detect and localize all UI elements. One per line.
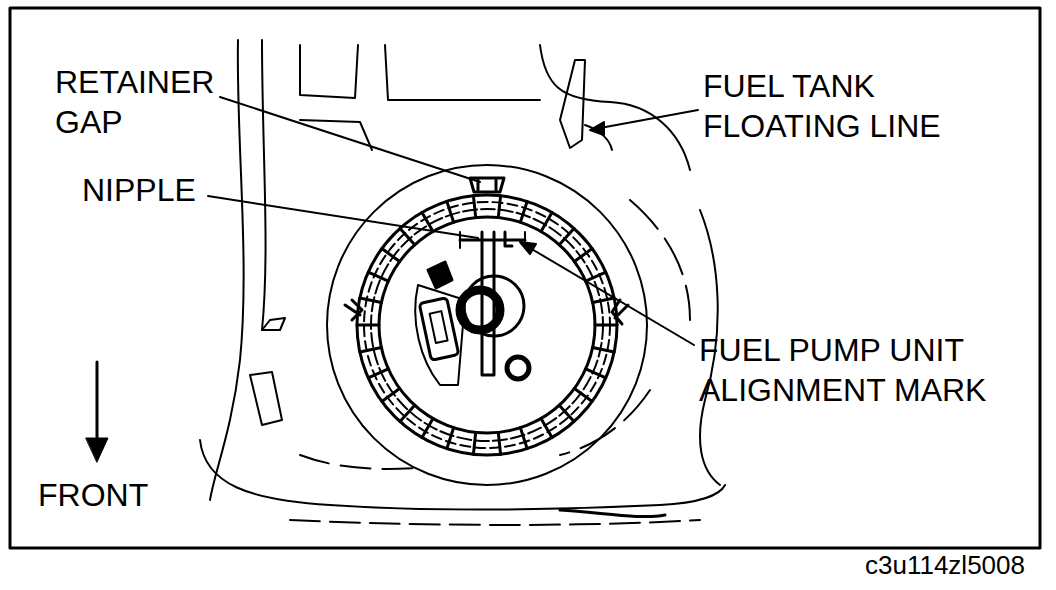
retainer-tooth xyxy=(595,324,617,327)
illustration xyxy=(10,8,1040,548)
tank-edge xyxy=(210,40,244,500)
fuel-tank-outline xyxy=(200,40,725,525)
tank-recess xyxy=(262,318,285,330)
retainer-tooth xyxy=(382,388,400,401)
retainer-tooth xyxy=(498,196,500,218)
tank-rib xyxy=(385,45,540,100)
retainer-tooth xyxy=(368,369,388,378)
front-arrow-shaft xyxy=(96,362,99,442)
direction-label: FRONT xyxy=(38,475,178,515)
fuel-tube xyxy=(460,232,525,248)
tank-edge xyxy=(290,520,700,525)
retainer-tooth xyxy=(593,347,615,352)
retainer-tooth xyxy=(360,298,382,303)
retainer-tooth xyxy=(473,196,475,218)
tank-dash xyxy=(560,390,650,455)
leader-line xyxy=(530,248,694,345)
retainer-tooth xyxy=(447,428,454,449)
tank-dash xyxy=(300,455,420,469)
retainer-tooth xyxy=(473,432,475,454)
floating-line-tube xyxy=(560,60,585,148)
electrical-connector xyxy=(430,311,448,343)
retainer-tooth xyxy=(541,212,552,231)
front-arrow-head xyxy=(86,438,108,462)
front-arrow xyxy=(86,362,108,462)
retainer-tooth xyxy=(422,419,433,438)
tank-edge xyxy=(560,510,665,517)
leader-line xyxy=(208,196,478,238)
retainer-tooth xyxy=(400,228,415,244)
leader-line xyxy=(220,97,480,182)
leader-arrowhead xyxy=(590,122,604,135)
retainer-tab xyxy=(345,300,362,320)
pump-clip xyxy=(428,262,452,288)
retainer-tooth xyxy=(520,428,527,449)
retainer-tooth xyxy=(357,324,379,327)
tank-rib xyxy=(540,45,690,170)
retainer-ring xyxy=(364,202,610,448)
retainer-tooth xyxy=(368,272,388,281)
figure-code: c3u114zl5008 xyxy=(805,548,1025,582)
retainer-tooth xyxy=(574,249,592,262)
tank-opening xyxy=(327,165,647,485)
retainer-teeth xyxy=(357,196,617,455)
retainer-tooth xyxy=(586,369,606,378)
retainer-tooth xyxy=(520,201,527,222)
part-label: NIPPLE xyxy=(82,170,222,210)
retainer-tooth xyxy=(541,419,552,438)
pump-plate xyxy=(415,285,465,385)
retainer-ring xyxy=(379,217,595,433)
retainer-tooth xyxy=(498,432,500,454)
retainer-tooth xyxy=(586,272,606,281)
retainer-ring xyxy=(357,195,617,455)
pump-mount xyxy=(327,165,647,485)
fuel-tube xyxy=(460,232,525,375)
tank-recess xyxy=(250,372,282,425)
tank-rib xyxy=(300,45,358,98)
part-label: RETAINER GAP xyxy=(55,62,245,142)
alignment-mark xyxy=(505,232,512,246)
retainer-tooth xyxy=(360,347,382,352)
electrical-connector xyxy=(419,298,458,361)
part-label: FUEL PUMP UNIT ALIGNMENT MARK xyxy=(699,330,1019,410)
retainer-tooth xyxy=(559,228,574,244)
retainer-ring xyxy=(371,209,603,441)
leader-line xyxy=(600,110,698,128)
tank-edge xyxy=(200,440,725,510)
tank-dash xyxy=(630,200,690,320)
retainer-tooth xyxy=(382,249,400,262)
retainer-tooth xyxy=(400,405,415,421)
leader-lines xyxy=(208,97,698,345)
retainer-tooth xyxy=(593,298,615,303)
return-port xyxy=(507,357,529,379)
retainer-tooth xyxy=(559,405,574,421)
part-label: FUEL TANK FLOATING LINE xyxy=(703,66,973,146)
leader-arrowhead xyxy=(520,242,536,254)
retainer-tooth xyxy=(574,388,592,401)
tank-edge xyxy=(262,40,266,330)
pump-outlet xyxy=(464,276,524,336)
retainer-tooth xyxy=(447,201,454,222)
frame xyxy=(10,8,1040,548)
